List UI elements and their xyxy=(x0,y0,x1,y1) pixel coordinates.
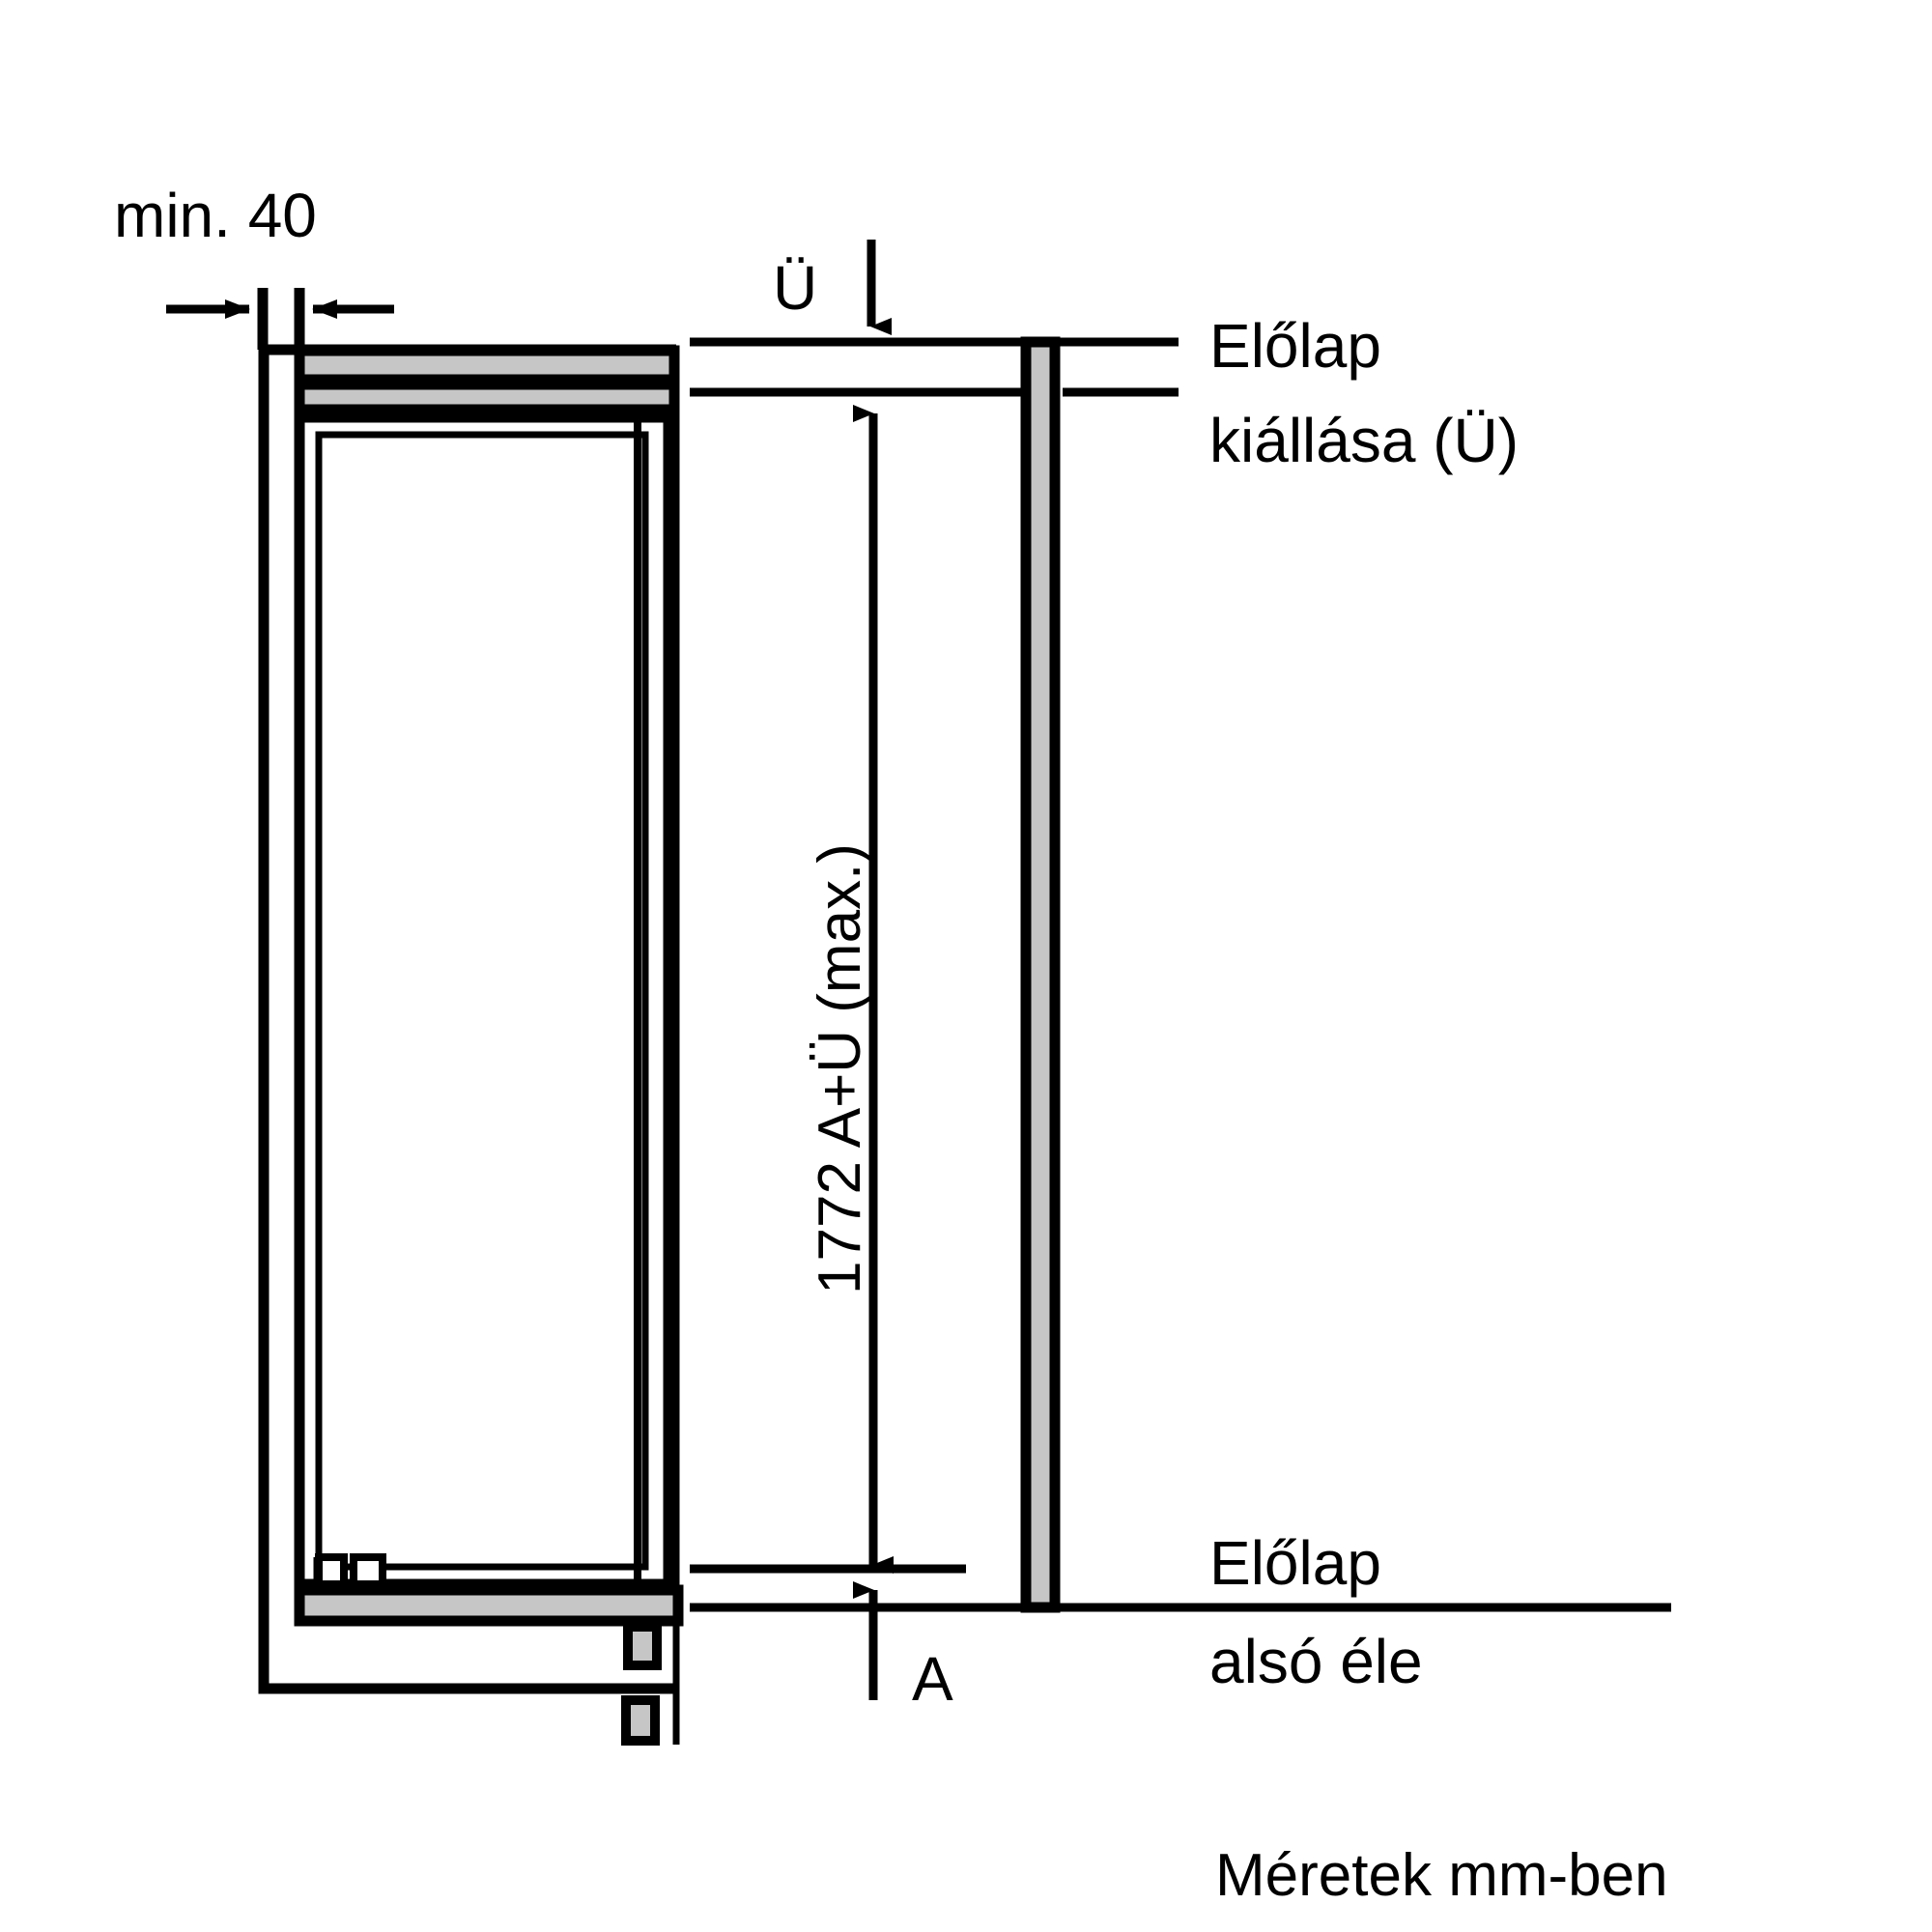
top-panel-bar-lower xyxy=(294,379,680,415)
min-gap-label: min. 40 xyxy=(114,181,317,250)
adjustable-foot-upper xyxy=(623,1622,662,1670)
total-height-dimension-label: 1772 A+Ü (max.) xyxy=(807,843,873,1294)
bottom-reference-lines-group xyxy=(690,1564,1671,1612)
front-panel-projection-label-line1: Előlap xyxy=(1209,311,1381,381)
front-panel-bottom-label-line1: Előlap xyxy=(1209,1528,1381,1598)
appliance-door-outer xyxy=(294,412,674,1590)
bottom-notch-left xyxy=(315,1553,348,1588)
base-plinth-panel xyxy=(294,1584,684,1627)
min-gap-dimension-group xyxy=(166,288,394,350)
bottom-notch-mid xyxy=(350,1553,386,1588)
top-reference-lines-group xyxy=(690,337,1179,397)
cabinet-outline xyxy=(258,350,667,1694)
appliance-door-inner xyxy=(315,431,649,1571)
ue-symbol-label: Ü xyxy=(773,253,817,323)
furniture-front-panel xyxy=(1020,336,1061,1613)
top-panel-bar-upper xyxy=(294,345,680,385)
front-panel-bottom-label-line2: alsó éle xyxy=(1209,1627,1423,1696)
units-note-label: Méretek mm-ben xyxy=(1215,1842,1668,1909)
front-panel-projection-label-line2: kiállása (Ü) xyxy=(1209,406,1519,475)
furniture-front-panel-group xyxy=(1020,336,1061,1613)
a-symbol-label: A xyxy=(912,1644,953,1714)
appliance-body-group xyxy=(258,344,684,1746)
adjustable-foot-lower xyxy=(621,1695,660,1746)
